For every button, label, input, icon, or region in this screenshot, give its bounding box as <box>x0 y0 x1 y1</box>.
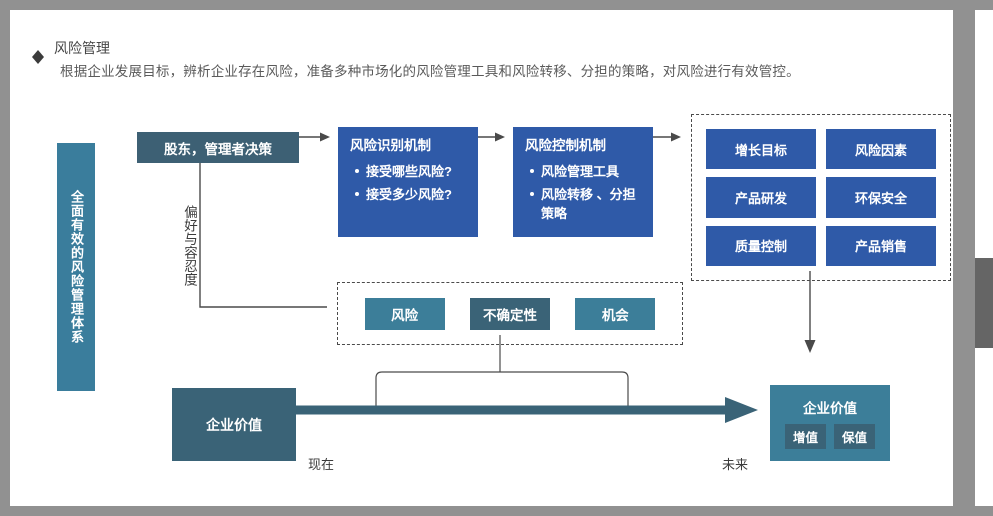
process-box-risk-identification[interactable]: 风险识别机制 接受哪些风险? 接受多少风险? <box>338 127 478 237</box>
value-tag-appreciation[interactable]: 增值 <box>784 424 826 449</box>
vertical-scrollbar-track[interactable] <box>953 0 975 516</box>
timeline-start-label: 现在 <box>308 457 335 472</box>
side-vertical-banner: 全面有效的风险管理体系 <box>57 143 95 391</box>
process-bullet-list: 风险管理工具 风险转移 、分担策略 <box>525 162 641 223</box>
preference-tolerance-label: 偏好与容忍度 <box>182 205 197 286</box>
list-item: 接受哪些风险? <box>355 162 466 181</box>
ruo-cell-risk[interactable]: 风险 <box>364 297 445 330</box>
slide-canvas: 风险管理 根据企业发展目标，辨析企业存在风险，准备多种市场化的风险管理工具和风险… <box>10 10 953 506</box>
decision-box[interactable]: 股东，管理者决策 <box>137 132 299 163</box>
process-box-title: 风险识别机制 <box>350 138 431 153</box>
value-tag-preservation[interactable]: 保值 <box>834 424 876 449</box>
list-item: 接受多少风险? <box>355 185 466 204</box>
risk-uncertainty-opportunity-panel: 风险 不确定性 机会 <box>337 282 683 345</box>
ruo-cell-uncertainty[interactable]: 不确定性 <box>469 297 550 330</box>
goal-cell[interactable]: 质量控制 <box>706 225 816 266</box>
window-frame-top <box>0 0 993 10</box>
goal-cell[interactable]: 产品研发 <box>706 177 816 218</box>
diamond-icon <box>32 44 44 64</box>
enterprise-value-future-box[interactable]: 企业价值 增值 保值 <box>770 385 890 461</box>
goal-cell[interactable]: 环保安全 <box>826 177 936 218</box>
ruo-cell-opportunity[interactable]: 机会 <box>575 297 656 330</box>
header-description: 根据企业发展目标，辨析企业存在风险，准备多种市场化的风险管理工具和风险转移、分担… <box>60 64 800 79</box>
list-item: 风险转移 、分担策略 <box>530 185 641 223</box>
enterprise-value-future-tags: 增值 保值 <box>784 424 876 449</box>
vertical-scrollbar-thumb[interactable] <box>975 258 993 348</box>
enterprise-value-now-box[interactable]: 企业价值 <box>172 388 296 461</box>
process-box-title: 风险控制机制 <box>525 138 606 153</box>
process-box-risk-control[interactable]: 风险控制机制 风险管理工具 风险转移 、分担策略 <box>513 127 653 237</box>
goal-cell[interactable]: 增长目标 <box>706 129 816 170</box>
enterprise-value-future-title: 企业价值 <box>803 401 857 416</box>
goal-cell[interactable]: 产品销售 <box>826 225 936 266</box>
goal-cell[interactable]: 风险因素 <box>826 129 936 170</box>
window-frame-bottom <box>0 506 993 516</box>
process-bullet-list: 接受哪些风险? 接受多少风险? <box>350 162 466 204</box>
goals-panel: 增长目标 风险因素 产品研发 环保安全 质量控制 产品销售 <box>691 114 951 281</box>
window-frame-left <box>0 0 10 516</box>
timeline-end-label: 未来 <box>722 457 749 472</box>
list-item: 风险管理工具 <box>530 162 641 181</box>
header-block: 风险管理 根据企业发展目标，辨析企业存在风险，准备多种市场化的风险管理工具和风险… <box>32 40 932 82</box>
page-title: 风险管理 <box>54 40 110 56</box>
